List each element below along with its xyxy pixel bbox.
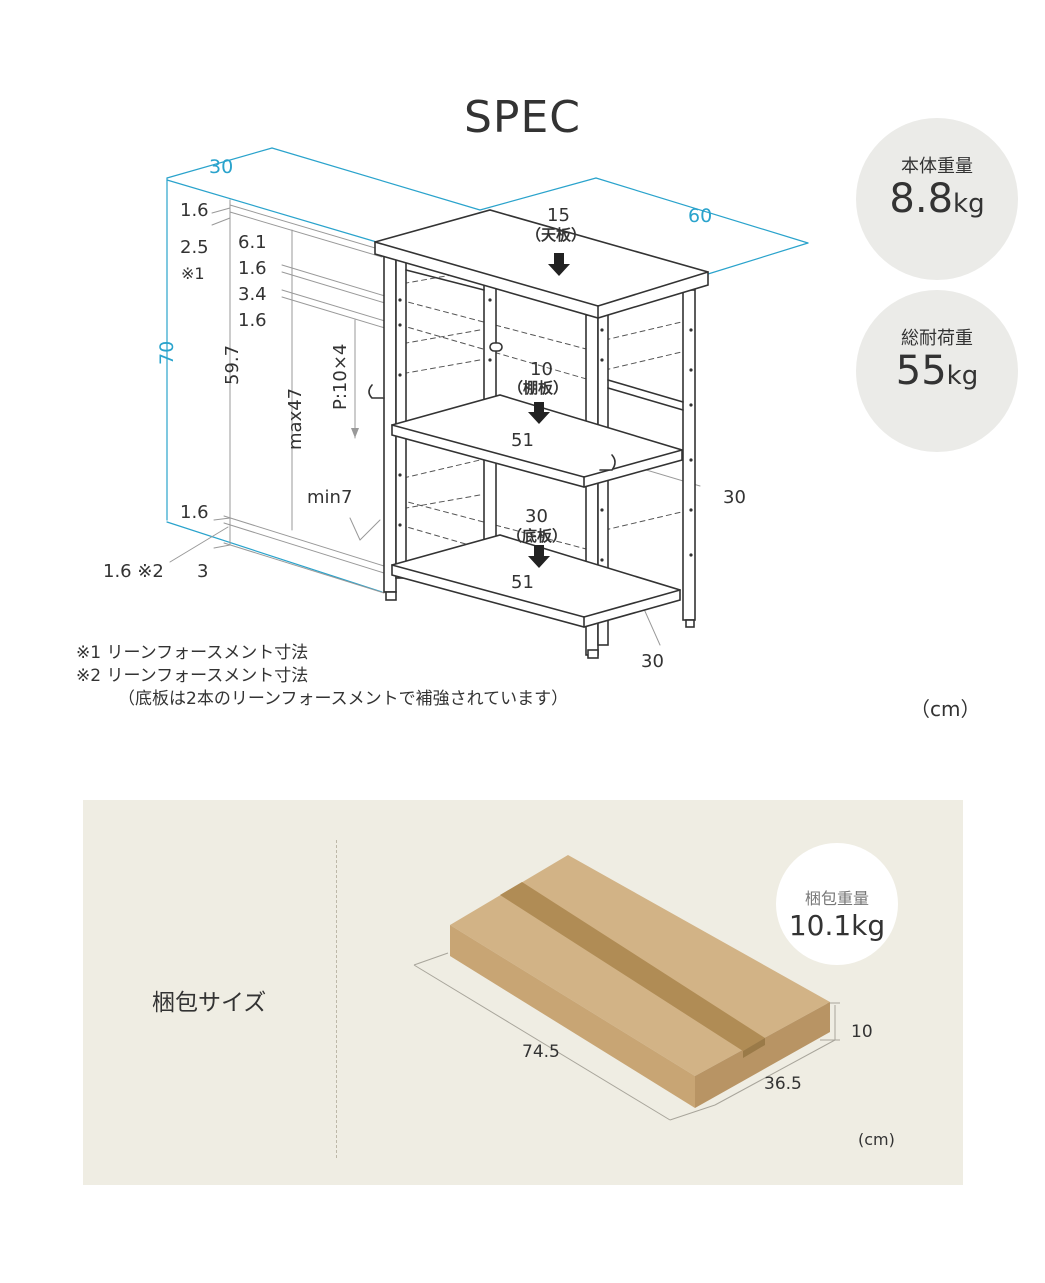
- package-weight-badge: 梱包重量 10.1kg: [776, 843, 898, 965]
- outer-dimension-lines: [166, 147, 809, 593]
- load-arrows: [528, 253, 570, 568]
- dim-min-height: min7: [307, 487, 353, 508]
- package-height: 10: [851, 1022, 873, 1042]
- dim-1-6-a: 1.6: [180, 200, 209, 221]
- dim-1-6-b: 1.6: [238, 258, 267, 279]
- package-unit: (cm): [858, 1130, 895, 1149]
- dim-6-1: 6.1: [238, 232, 267, 253]
- shelf-diagram: [166, 147, 809, 659]
- box-tape: [500, 882, 765, 1051]
- dim-1-6-c: 1.6: [238, 310, 267, 331]
- dim-bottom-thickness: 30: [525, 506, 548, 527]
- package-divider: [336, 840, 337, 1158]
- body-weight-label: 本体重量: [901, 156, 973, 177]
- dim-shelf-width: 51: [511, 430, 534, 451]
- dim-inner-height: 59.7: [222, 344, 243, 385]
- dim-pitch: P:10×4: [330, 343, 351, 410]
- package-box-drawing: [413, 855, 840, 1121]
- dim-width: 60: [688, 205, 713, 227]
- body-weight-badge: 本体重量 8.8kg: [856, 118, 1018, 280]
- inner-dimension-lines: [169, 199, 701, 646]
- note-3: （底板は2本のリーンフォースメントで補強されています）: [118, 689, 569, 709]
- package-weight-label: 梱包重量: [804, 889, 869, 908]
- dim-shelf-depth: 30: [723, 487, 746, 508]
- dim-max-height: max47: [285, 387, 306, 450]
- dim-height: 70: [156, 340, 178, 365]
- unit-main: （cm）: [910, 697, 981, 721]
- dim-depth: 30: [209, 156, 234, 178]
- dim-1-6-d: 1.6: [180, 502, 209, 523]
- dim-top-name: （天板）: [526, 226, 587, 244]
- package-length: 74.5: [522, 1042, 560, 1062]
- load-capacity-value: 55kg: [895, 348, 979, 394]
- body-weight-value: 8.8kg: [889, 176, 985, 222]
- dim-1-6-e: 1.6 ※2: [103, 561, 164, 582]
- dim-top-thickness: 15: [547, 205, 570, 226]
- box-side: [695, 1002, 830, 1108]
- load-capacity-label: 総耐荷重: [901, 328, 973, 349]
- dim-3-4: 3.4: [238, 284, 267, 305]
- dim-bottom-name: （底板）: [507, 527, 568, 545]
- note-1: ※1 リーンフォースメント寸法: [76, 643, 309, 663]
- dim-3: 3: [197, 561, 209, 582]
- dim-shelf-thickness: 10: [530, 359, 553, 380]
- shelf-frame: [368, 209, 709, 659]
- note-mark-1: ※1: [181, 264, 205, 283]
- page-title: SPEC: [464, 92, 581, 143]
- package-label: 梱包サイズ: [152, 990, 267, 1016]
- dim-2-5: 2.5: [180, 237, 209, 258]
- package-width: 36.5: [764, 1074, 802, 1094]
- package-weight-value: 10.1kg: [788, 909, 886, 942]
- dim-bottom-width: 51: [511, 572, 534, 593]
- load-capacity-badge: 総耐荷重 55kg: [856, 290, 1018, 452]
- note-2: ※2 リーンフォースメント寸法: [76, 666, 309, 686]
- dim-shelf-name: （棚板）: [508, 379, 569, 397]
- post-holes: [398, 298, 693, 562]
- box-front: [450, 925, 695, 1108]
- dim-bottom-depth: 30: [641, 651, 664, 672]
